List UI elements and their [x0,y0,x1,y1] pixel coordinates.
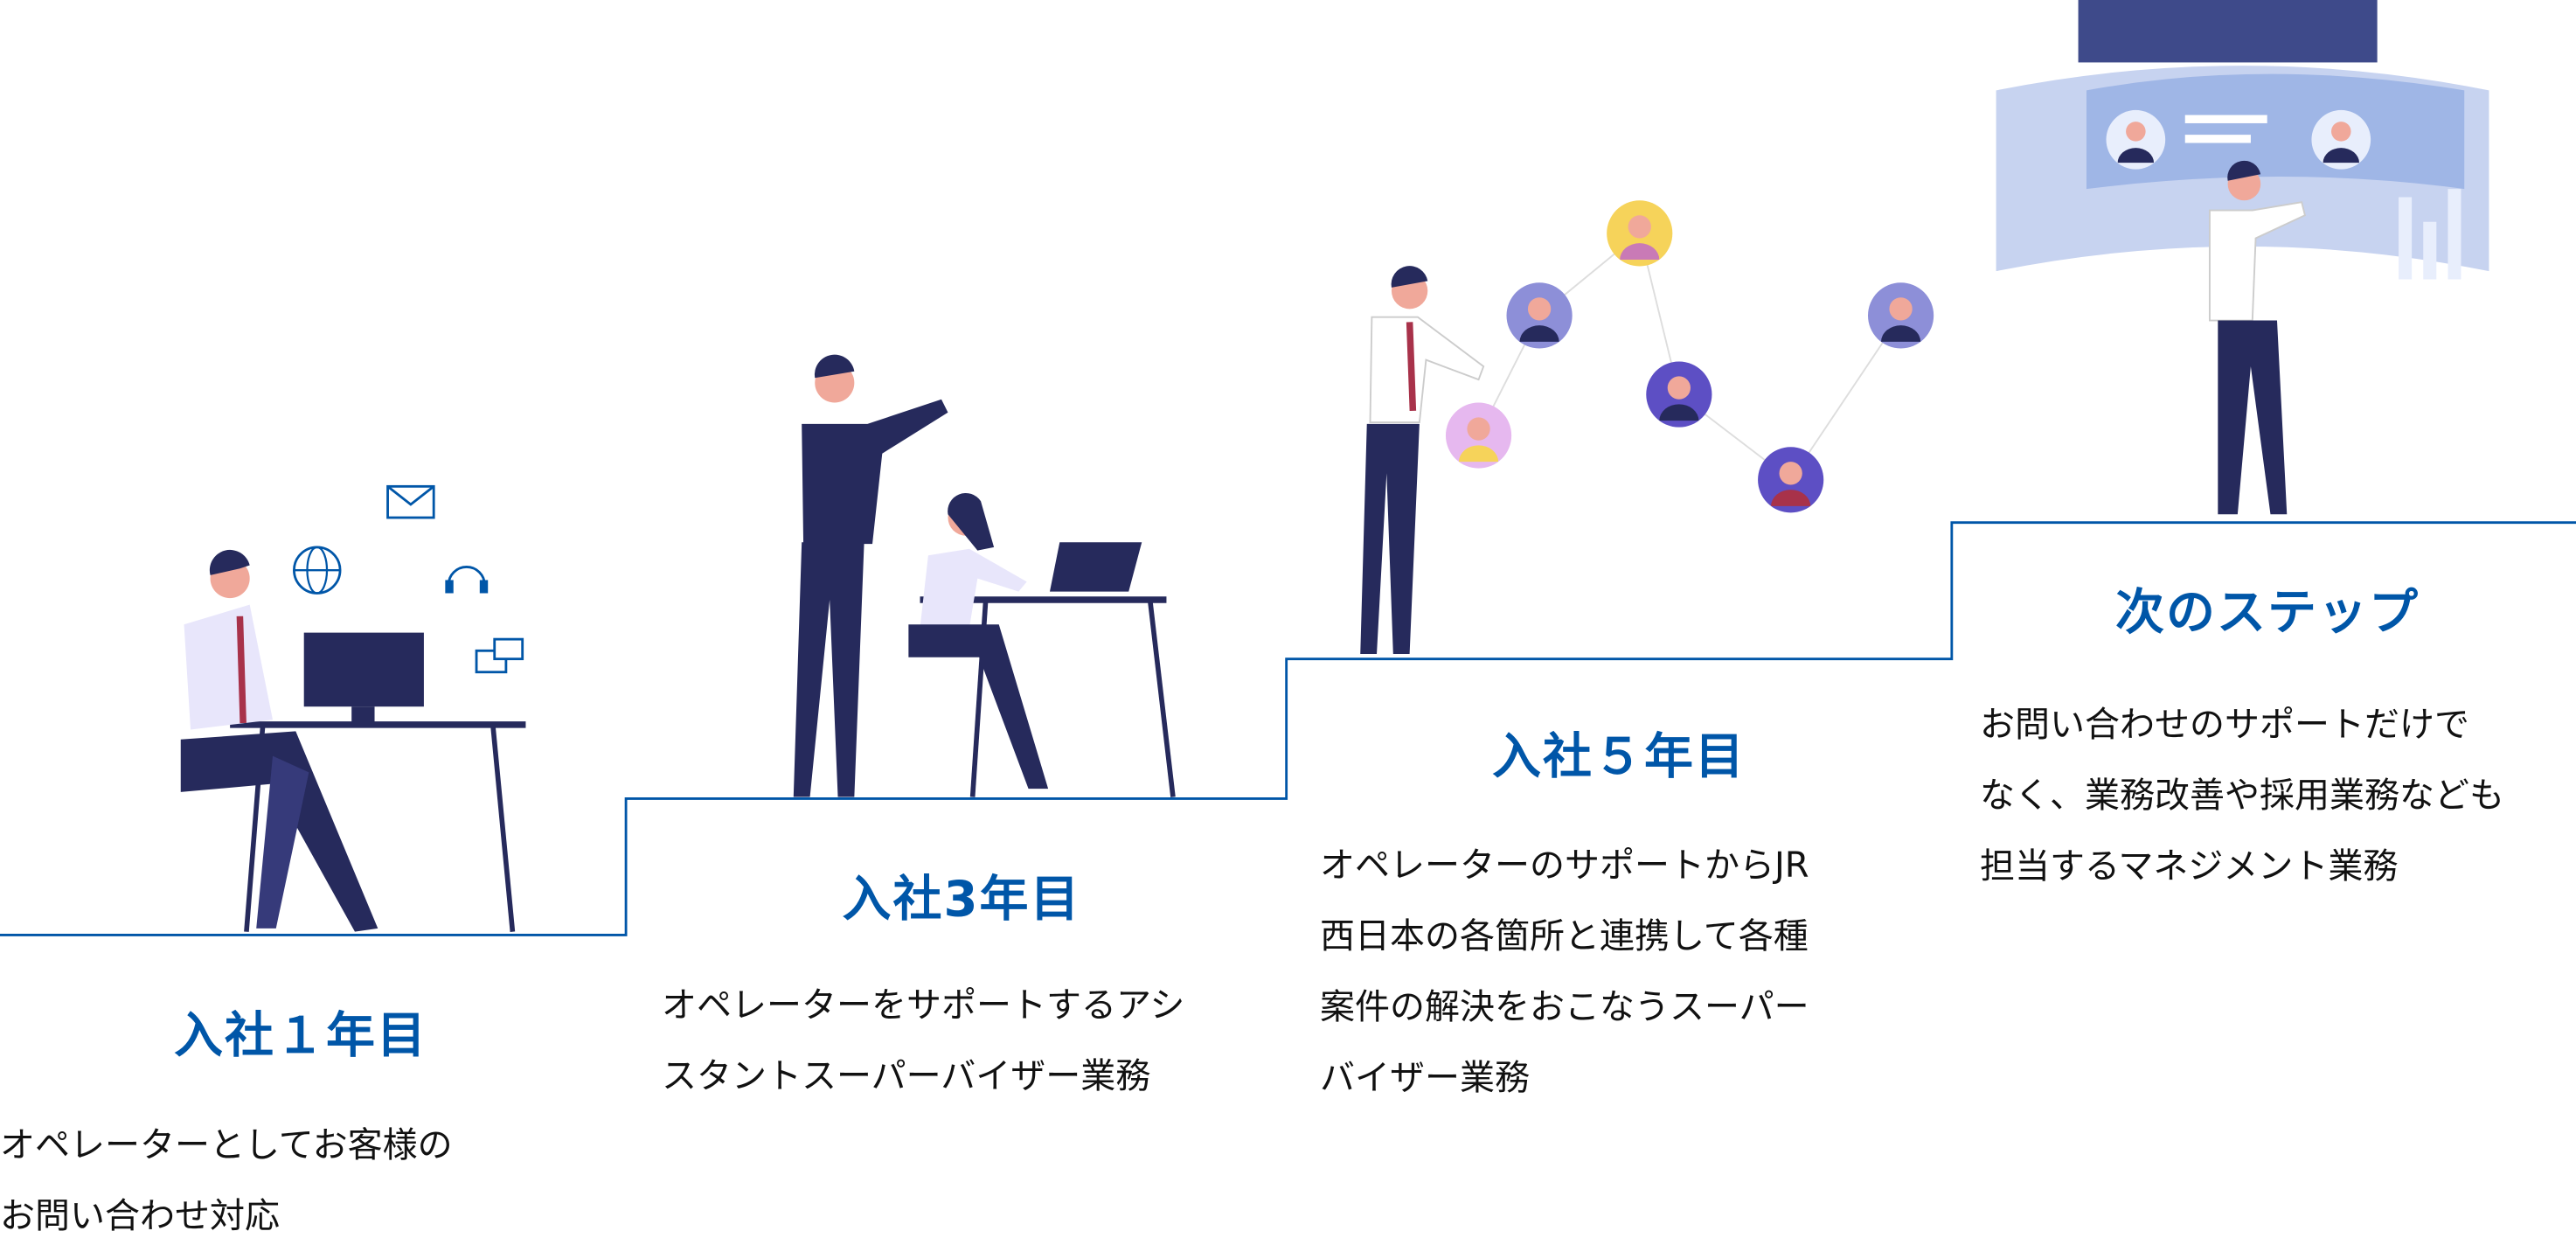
supervisor-and-operator-illustration [793,354,1176,797]
step-2-title: 入社3年目 [842,871,1081,929]
step-4-title: 次のステップ [2115,584,2420,642]
step-3-line: バイザー業務 [1320,1058,1530,1098]
step-4-line: なく、業務改善や採用業務なども [1980,776,2504,816]
avatar-icon [1867,282,1934,349]
operator-at-desk-illustration [180,484,526,932]
supervisor-network-illustration [1360,200,1934,655]
step-3-line: オペレーターのサポートからJR [1320,845,1809,886]
step-2-line: オペレーターをサポートするアシ [662,985,1185,1026]
manager-dashboard-illustration [1996,0,2489,515]
step-4-description: お問い合わせのサポートだけで なく、業務改善や採用業務なども 担当するマネジメン… [1980,690,2504,902]
avatar-icon [1445,402,1512,469]
step-3-title: 入社５年目 [1492,728,1746,786]
step-1-line: オペレーターとしてお客様の [0,1125,453,1165]
step-4-line: お問い合わせのサポートだけで [1980,705,2469,745]
step-3-line: 西日本の各箇所と連携して各種 [1320,916,1809,956]
step-1-line: お問い合わせ対応 [0,1196,280,1236]
step-3-description: オペレーターのサポートからJR 西日本の各箇所と連携して各種 案件の解決をおこな… [1320,831,1809,1114]
staircase-line [0,521,2576,936]
step-2-description: オペレーターをサポートするアシ スタントスーパーバイザー業務 [662,970,1184,1112]
chat-icon [475,637,524,674]
avatar-icon [1607,200,1673,267]
avatar-icon [1646,361,1712,428]
step-3-line: 案件の解決をおこなうスーパー [1320,987,1809,1027]
step-1-description: オペレーターとしてお客様の お問い合わせ対応 [0,1110,453,1252]
step-2-line: スタントスーパーバイザー業務 [662,1056,1151,1096]
step-4-line: 担当するマネジメント業務 [1980,846,2399,887]
envelope-icon [386,484,435,519]
step-1-title: 入社１年目 [174,1007,427,1065]
avatar-icon [1506,282,1573,349]
avatar-icon [1758,447,1824,513]
globe-icon [293,546,342,595]
headset-icon [445,566,489,594]
